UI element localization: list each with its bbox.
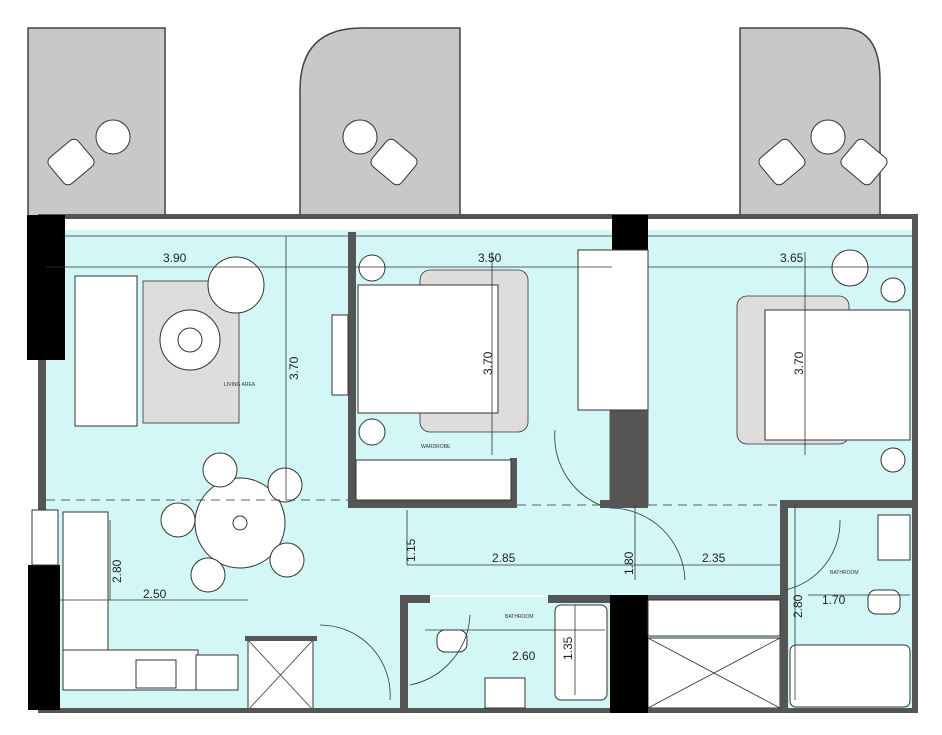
dimension-lines [46,236,912,701]
kitchen [62,511,239,691]
bathroom2-depth: 2.80 [791,594,805,618]
living-depth: 3.70 [287,356,301,380]
bedroom2-depth: 3.70 [792,351,806,375]
balcony-center [299,27,461,217]
wardrobe-label: WARDROBE [421,444,451,450]
hall-width-a: 2.85 [492,551,516,565]
bathroom1-depth: 1.35 [561,636,575,660]
bathroom2-label: BATHROOM [830,570,859,576]
kitchen-width: 2.50 [143,587,167,601]
bedroom1-width: 3.50 [478,251,502,265]
balcony-left [27,27,166,217]
bedroom1-furniture [331,249,649,501]
hall-depth-b: 1.80 [622,551,636,575]
bedroom1-depth: 3.70 [481,351,495,375]
bathroom2-width: 1.70 [822,593,846,607]
bedroom2-width: 3.65 [780,251,804,265]
hall-width-b: 2.35 [702,551,726,565]
bathroom1-width: 2.60 [512,649,536,663]
kitchen-depth: 2.80 [110,559,124,583]
living-width: 3.90 [163,251,187,265]
hall-depth: 1.15 [404,538,418,562]
bedroom2-furniture [647,249,911,637]
bathroom-fixtures [436,514,911,709]
living-furniture [74,256,305,593]
bathroom1-label: BATHROOM [505,614,534,620]
balcony-right [739,27,888,217]
living-area-label: LIVING AREA [224,382,256,388]
